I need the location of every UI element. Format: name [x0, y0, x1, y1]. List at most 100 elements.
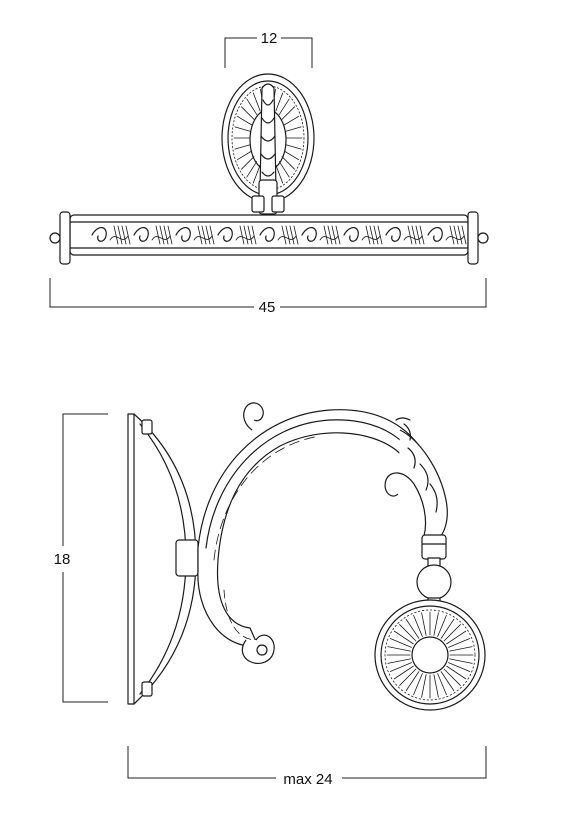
bar-hatch	[407, 225, 413, 245]
fan-ray	[275, 92, 284, 112]
rosette-ray	[393, 630, 414, 645]
bar-hatch	[369, 225, 375, 245]
bar-hatch	[125, 225, 131, 245]
bar-hatch	[281, 225, 287, 245]
bar-hatch	[155, 225, 161, 245]
bar-scroll	[259, 227, 275, 242]
bar-scroll	[175, 227, 191, 242]
rosette-ray	[421, 674, 427, 698]
bar-hatch	[159, 225, 165, 245]
bar-hatch	[461, 225, 467, 245]
bar-hatch	[113, 225, 119, 245]
fan-ray	[278, 161, 290, 178]
rosette-ray	[393, 665, 414, 680]
bar-hatch	[205, 225, 211, 245]
rosette-ray	[440, 671, 455, 692]
wall-plate-profile	[127, 413, 199, 705]
bar-leaf	[403, 235, 423, 241]
bar-ornament	[91, 225, 467, 245]
fan-ray	[241, 156, 255, 170]
bar-hatch	[121, 225, 127, 245]
rosette-rays	[386, 611, 474, 699]
fan-ray	[252, 164, 261, 184]
bar-leaf	[319, 235, 339, 241]
bar-hatch	[457, 225, 463, 245]
dimension-max-depth: max 24	[127, 746, 487, 788]
bar-hatch	[243, 225, 249, 245]
rosette-ray	[387, 646, 411, 652]
fan-ray	[252, 92, 261, 112]
bar-hatch	[247, 225, 253, 245]
rosette	[374, 599, 486, 711]
rosette-ray	[448, 662, 471, 672]
bar-hatch	[117, 225, 123, 245]
rosette-ray	[433, 612, 439, 636]
bar-leaf	[277, 235, 297, 241]
bar-scroll	[385, 227, 401, 242]
fan-ray	[275, 164, 284, 184]
curved-arm	[197, 402, 448, 665]
bar-hatch	[415, 225, 421, 245]
bar-hatch	[411, 225, 417, 245]
fan-ray	[246, 98, 258, 115]
fan-ray	[283, 115, 300, 126]
bar-leaf	[445, 235, 465, 241]
oval-backplate	[221, 73, 315, 215]
rosette-ray	[437, 614, 447, 637]
bar-hatch	[365, 225, 371, 245]
rosette-ray	[433, 674, 439, 698]
bar-hatch	[209, 225, 215, 245]
stem-and-ball	[416, 534, 452, 609]
bar-hatch	[449, 225, 455, 245]
side-view: 18	[54, 402, 487, 788]
rosette-ray	[448, 638, 471, 648]
rosette-ray	[389, 662, 412, 672]
bar-hatch	[331, 225, 337, 245]
bar-scroll	[217, 227, 233, 242]
bar-hatch	[419, 225, 425, 245]
fan-ray	[236, 115, 253, 126]
rosette-ray	[413, 614, 423, 637]
rosette-ray	[449, 646, 473, 652]
rosette-ray	[399, 668, 417, 686]
fan-ray	[236, 150, 253, 161]
rosette-ray	[437, 673, 447, 696]
dimension-top-width-label: 12	[261, 30, 278, 47]
dimension-height: 18	[54, 413, 108, 703]
bar-hatch	[251, 225, 257, 245]
bar-hatch	[197, 225, 203, 245]
rosette-ray	[443, 668, 461, 686]
bar-scroll	[343, 227, 359, 242]
bar-hatch	[377, 225, 383, 245]
rosette-ray	[446, 665, 467, 680]
dimension-height-label: 18	[54, 551, 71, 568]
bar-scroll	[91, 227, 107, 242]
dimension-max-depth-label: max 24	[283, 771, 332, 788]
rosette-ray	[413, 673, 423, 696]
rosette-ray	[405, 671, 420, 692]
rosette-ray	[387, 658, 411, 664]
bar-scroll	[301, 227, 317, 242]
fan-ray	[246, 161, 258, 178]
bar-hatch	[373, 225, 379, 245]
rosette-ray	[405, 618, 420, 639]
bar-leaf	[151, 235, 171, 241]
fan-ray	[281, 156, 295, 170]
bar-scroll	[427, 227, 443, 242]
bar-hatch	[323, 225, 329, 245]
rosette-ray	[449, 658, 473, 664]
bar-hatch	[293, 225, 299, 245]
bar-hatch	[239, 225, 245, 245]
fan-ray	[283, 150, 300, 161]
rosette-ray	[446, 630, 467, 645]
fan-ray	[285, 126, 302, 132]
bar-scroll	[133, 227, 149, 242]
horizontal-bar	[49, 211, 489, 265]
fan-ray	[278, 98, 290, 115]
rosette-ray	[440, 618, 455, 639]
fan-ray	[241, 106, 255, 120]
bar-hatch	[335, 225, 341, 245]
bar-leaf	[193, 235, 213, 241]
rosette-ray	[421, 612, 427, 636]
bar-leaf	[235, 235, 255, 241]
